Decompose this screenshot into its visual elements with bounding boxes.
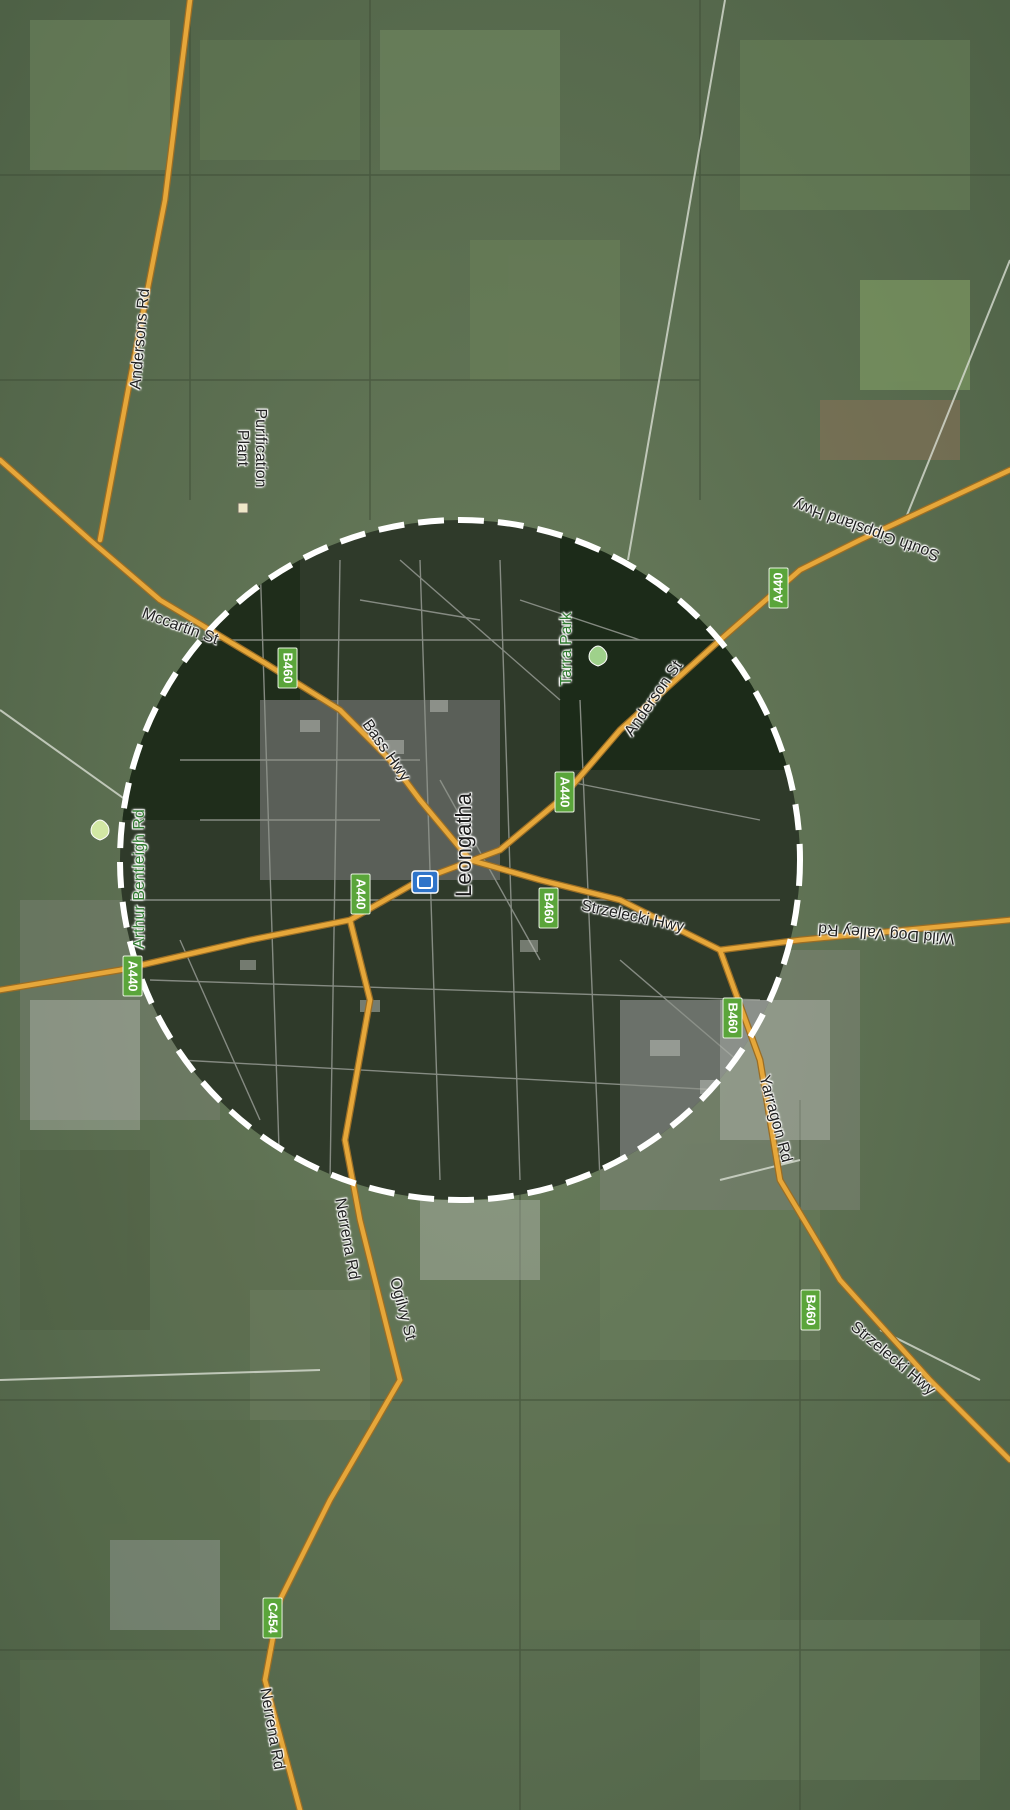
purification-plant-label: Purification Plant bbox=[234, 408, 269, 488]
tarra-park-tree-icon bbox=[588, 645, 608, 667]
route-shield-a440-w: A440 bbox=[350, 873, 371, 915]
hospital-icon[interactable] bbox=[411, 870, 439, 894]
minor-roads bbox=[0, 0, 1010, 1381]
route-shield-b460-center: B460 bbox=[538, 887, 559, 929]
route-shield-a440-far-w: A440 bbox=[122, 955, 143, 997]
route-shield-b460-e: B460 bbox=[722, 997, 743, 1039]
route-shield-a440-center: A440 bbox=[554, 771, 575, 813]
field-patches bbox=[20, 20, 980, 1800]
town-name-label: Leongatha bbox=[451, 793, 476, 897]
route-shield-c454: C454 bbox=[262, 1597, 283, 1639]
dashed-radius-circle bbox=[117, 517, 803, 1203]
arthur-bentleigh-rd-label: Arthur Bentleigh Rd bbox=[130, 809, 148, 949]
tarra-park-label: Tarra Park bbox=[557, 612, 575, 686]
route-shield-b460-nw: B460 bbox=[277, 647, 298, 689]
purification-plant-icon bbox=[237, 502, 249, 514]
arthur-bentleigh-tree-icon bbox=[90, 819, 110, 841]
route-shield-a440-ne: A440 bbox=[768, 567, 789, 609]
route-shield-b460-se: B460 bbox=[800, 1289, 821, 1331]
